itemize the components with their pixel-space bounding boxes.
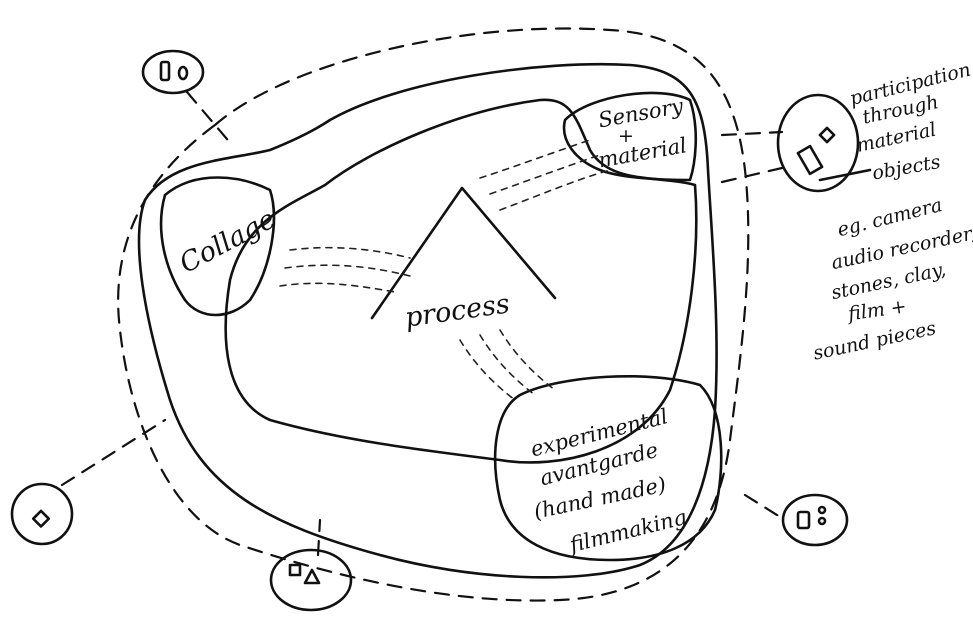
object-pod-top-left [141, 49, 205, 95]
note-pointer [818, 168, 872, 182]
label-process: process [403, 288, 512, 333]
label-plus: + [618, 125, 634, 147]
note-line-4: objects [871, 151, 943, 185]
connector-right-mid [720, 166, 784, 184]
experimental-filmmaking-bubble [493, 375, 723, 562]
object-pod-bottom-right [781, 493, 849, 547]
collage-hatching [279, 246, 411, 293]
connector-bottom-right [743, 493, 787, 522]
connector-top-left [185, 90, 234, 147]
collage-bubble [159, 176, 276, 317]
inner-solid-boundary [224, 98, 698, 464]
note-line-9: sound pieces [811, 317, 938, 365]
connector-left [60, 418, 167, 487]
side-note: participation through material objects e… [811, 59, 973, 365]
outer-dashed-boundary [117, 27, 750, 602]
label-material: material [596, 133, 688, 172]
object-pod-left [10, 482, 74, 546]
connector-right-top [720, 130, 784, 137]
sensory-hatching [479, 139, 611, 211]
sensory-material-bubble [562, 91, 698, 182]
process-mountain [370, 186, 557, 320]
object-pod-bottom [269, 548, 353, 612]
experimental-hatching [459, 329, 556, 401]
object-pod-right [776, 93, 860, 193]
outer-solid-boundary [137, 62, 718, 579]
note-line-8: film + [845, 295, 908, 325]
